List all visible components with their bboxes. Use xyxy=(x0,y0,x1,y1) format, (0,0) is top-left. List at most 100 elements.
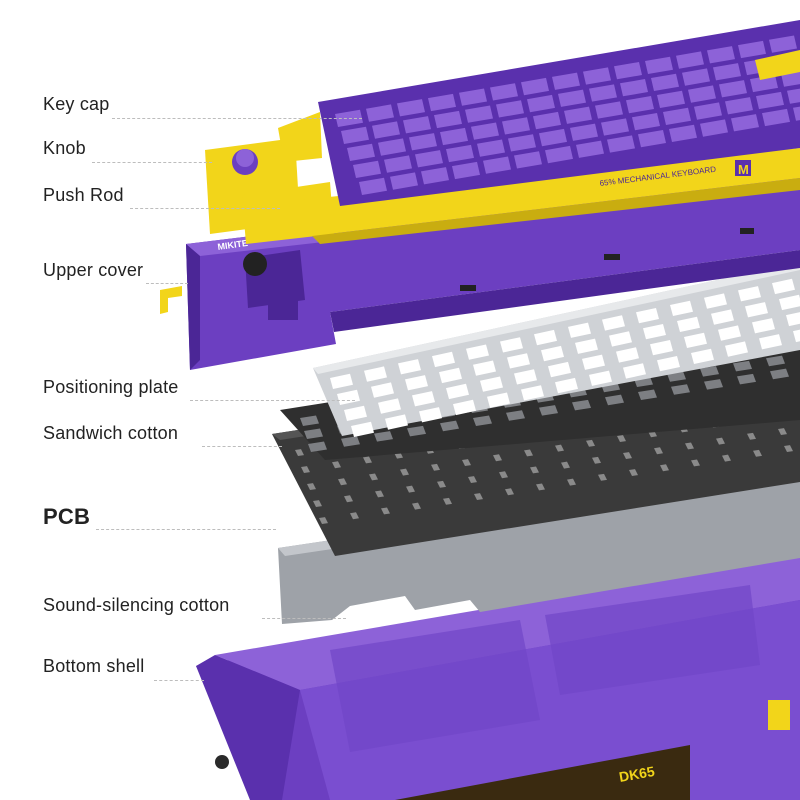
plate-switch-cutout xyxy=(772,278,795,295)
side-clip xyxy=(160,286,182,314)
leader-pcb xyxy=(96,529,276,530)
cover-brand-text: MIKITE xyxy=(217,238,249,252)
keycap xyxy=(378,138,406,156)
keycap xyxy=(725,97,753,115)
plate-switch-cutout xyxy=(344,405,367,421)
pcb-hole xyxy=(406,485,415,493)
plate-switch-cutout xyxy=(752,318,775,334)
sandwich-cutout xyxy=(638,389,657,400)
keycap xyxy=(434,110,462,129)
keycap xyxy=(403,116,431,134)
sandwich-cutout xyxy=(300,415,319,426)
sandwich-cutout xyxy=(407,425,426,437)
plate-switch-cutout xyxy=(555,377,578,394)
keycap xyxy=(719,80,747,98)
pcb-hole xyxy=(301,466,310,473)
pcb-hole xyxy=(778,428,787,435)
pushrod-slot xyxy=(268,290,298,320)
keycap xyxy=(496,100,524,118)
label-pcb: PCB xyxy=(43,504,91,529)
sandwich-cutout xyxy=(766,355,785,367)
plate-switch-cutout xyxy=(473,360,496,376)
keycap xyxy=(645,56,673,74)
plate-switch-cutout xyxy=(602,315,625,331)
pcb-hole xyxy=(338,478,347,486)
keycap xyxy=(583,67,611,85)
plate-switch-cutout xyxy=(507,353,530,369)
plate-switch-cutout xyxy=(330,373,353,389)
keycap xyxy=(700,119,728,137)
keycap xyxy=(657,90,685,108)
keycap xyxy=(428,93,456,112)
label-sandwich-cotton: Sandwich cotton xyxy=(43,423,179,443)
sandwich-cutout xyxy=(733,360,752,372)
keycap xyxy=(707,46,735,64)
plate-switch-cutout xyxy=(534,329,557,346)
keycap xyxy=(688,85,716,103)
keycap xyxy=(663,107,691,125)
keycap xyxy=(769,35,797,53)
keycap xyxy=(570,123,598,141)
sandwich-cutout xyxy=(605,394,624,406)
keycap xyxy=(372,121,400,139)
plate-switch-cutout xyxy=(691,348,714,364)
keycap xyxy=(421,167,449,185)
keycap-deck: M 65% MECHANICAL KEYBOARD xyxy=(300,20,800,244)
plate-switch-cutout xyxy=(725,341,748,357)
knob-hole xyxy=(243,252,267,276)
keycap xyxy=(409,133,437,151)
sandwich-cutout xyxy=(700,366,719,377)
plate-switch-cutout xyxy=(446,383,469,400)
pcb-hole xyxy=(747,432,756,440)
leader-pushrod xyxy=(130,208,280,209)
logo-letter: M xyxy=(738,162,749,177)
plate-switch-cutout xyxy=(439,367,462,384)
keycap xyxy=(676,51,704,69)
pcb-hole xyxy=(586,439,595,447)
pcb-hole xyxy=(716,437,725,445)
pcb-hole xyxy=(691,459,700,467)
plate-switch-cutout xyxy=(405,375,428,391)
bottom-shell-foot xyxy=(238,690,278,716)
pcb-hole xyxy=(462,459,471,466)
keycap xyxy=(533,111,561,130)
leader-uppercover xyxy=(146,283,188,284)
plate-switch-cutout xyxy=(514,369,537,385)
keycap xyxy=(477,139,505,157)
pcb-hole xyxy=(524,449,533,457)
plate-switch-cutout xyxy=(575,338,598,354)
pcb-hole xyxy=(536,483,545,491)
keycap xyxy=(620,79,648,97)
keycap xyxy=(589,84,617,102)
sandwich-cutout xyxy=(671,384,690,395)
sandwich-cutout xyxy=(539,405,558,416)
sandwich-cutout xyxy=(704,379,723,390)
keycap xyxy=(341,126,369,144)
plate-switch-cutout xyxy=(385,414,408,430)
keycap xyxy=(694,102,722,120)
keycap xyxy=(632,113,660,131)
keycap xyxy=(651,73,679,91)
plate-switch-cutout xyxy=(779,294,800,311)
plate-switch-cutout xyxy=(480,376,503,392)
leader-keycap xyxy=(112,118,362,119)
bottom-shell: DK65 xyxy=(196,555,800,800)
pcb-hole xyxy=(493,454,502,462)
pcb-hole xyxy=(623,452,632,459)
keycap xyxy=(353,160,381,178)
plate-switch-cutout xyxy=(636,308,659,324)
keycap xyxy=(682,68,710,86)
leader-knob xyxy=(92,162,212,163)
pcb-hole xyxy=(468,476,477,483)
keycap xyxy=(397,99,425,117)
pcb-hole xyxy=(592,456,601,464)
keycap xyxy=(576,140,604,158)
logo-badge xyxy=(735,160,751,176)
plate-switch-cutout xyxy=(609,331,632,347)
nameplate-badge xyxy=(395,745,690,800)
label-knob: Knob xyxy=(43,138,86,158)
side-yellow-part xyxy=(768,700,790,730)
sandwich-cutout xyxy=(473,415,492,426)
keycap xyxy=(713,63,741,81)
yellow-keycap xyxy=(755,50,800,80)
